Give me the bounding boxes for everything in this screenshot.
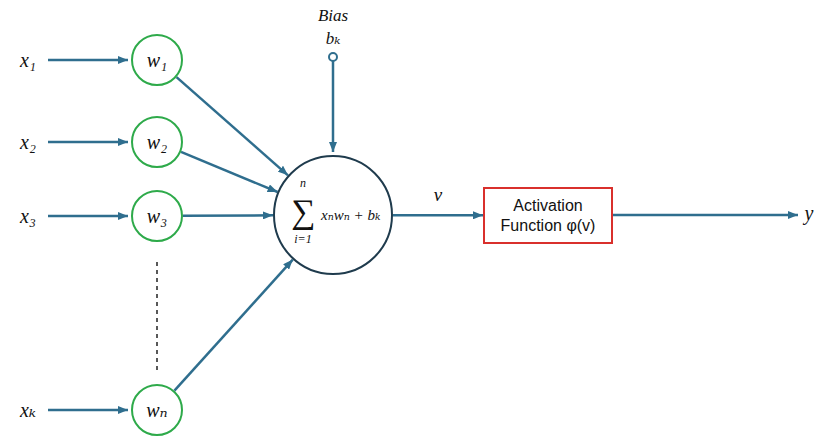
signal-arrow [174, 260, 292, 391]
sum-limit: n [287, 177, 319, 189]
output-label: y [805, 202, 814, 225]
weight-symbol: w₁ [147, 49, 167, 72]
edge-label: v [432, 184, 444, 206]
output-arrow [613, 214, 798, 217]
weight-symbol: wₙ [146, 398, 167, 422]
sigma-symbol: ∑ [287, 195, 319, 229]
signal-arrow [393, 214, 483, 217]
weight-circle: wₙ [131, 384, 183, 436]
input-label: x₂ [20, 131, 36, 154]
sum-expression: xₙwₙ + bₖ [321, 208, 380, 223]
input-label: x₁ [20, 49, 36, 72]
signal-arrow [177, 77, 288, 175]
signal-arrow [183, 214, 273, 217]
bias-symbol: bₖ [326, 28, 341, 49]
sum-limit: i=1 [287, 233, 319, 245]
activation-box: Activation Function φ(v) [483, 187, 613, 244]
weight-symbol: w₂ [147, 131, 167, 154]
weight-circle: w₁ [131, 34, 183, 86]
ellipsis-dash [156, 262, 158, 374]
input-arrow [48, 59, 128, 62]
input-arrow [48, 409, 128, 412]
input-label: xₖ [20, 398, 36, 422]
input-arrow [48, 215, 128, 218]
bias-dot [329, 53, 337, 61]
input-label: x₃ [20, 205, 36, 228]
signal-arrow [181, 152, 278, 192]
bias-arrow [332, 61, 335, 152]
weight-circle: w₂ [131, 116, 183, 168]
weight-symbol: w₃ [147, 205, 167, 228]
bias-label: Bias [318, 6, 348, 26]
weight-circle: w₃ [131, 190, 183, 242]
activation-text: Activation Function φ(v) [495, 196, 601, 236]
input-arrow [48, 141, 128, 144]
summation-circle: ∑ n i=1xₙwₙ + bₖ [273, 155, 393, 275]
